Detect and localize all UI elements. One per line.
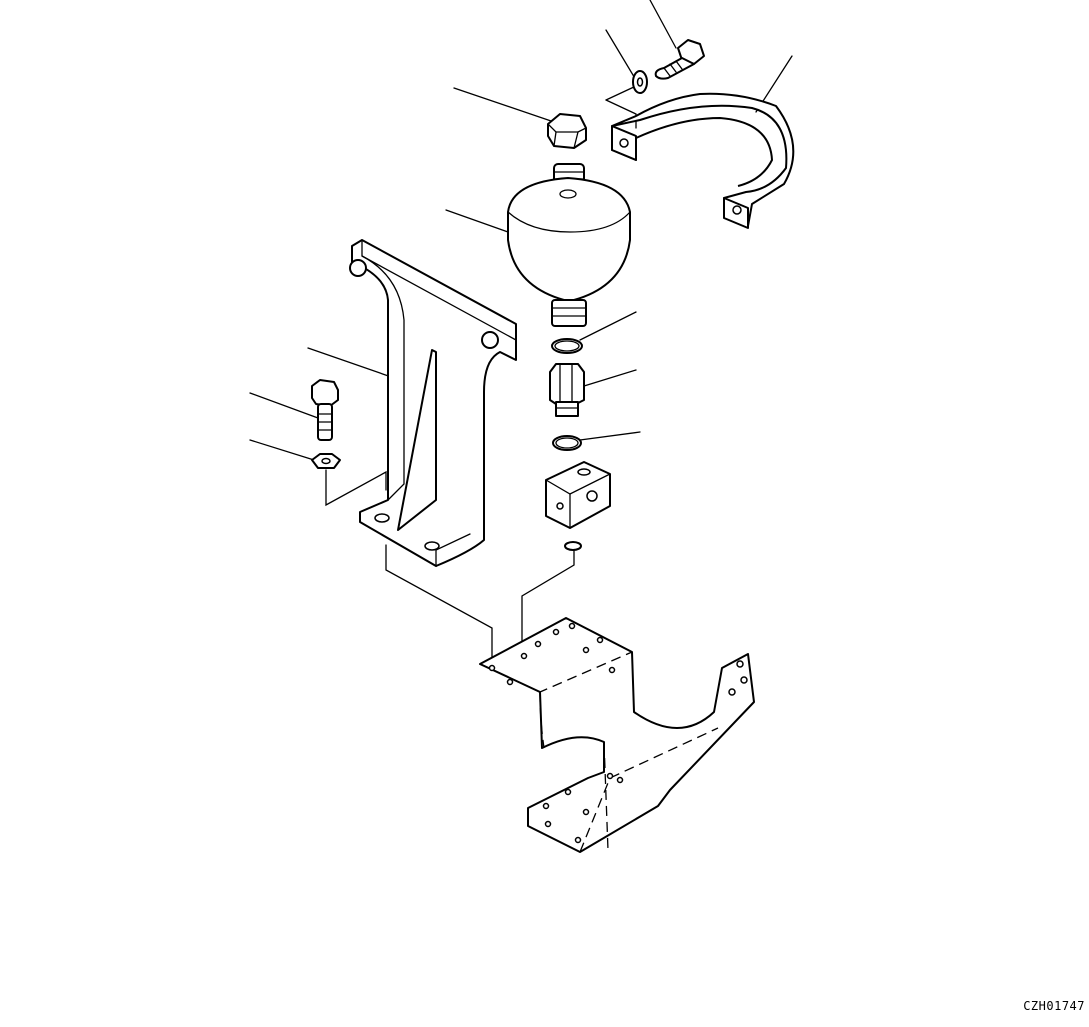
clamp-strap-icon <box>611 92 795 229</box>
frame-icon <box>479 617 755 853</box>
drawing-code-label: CZH01747 <box>1023 999 1085 1013</box>
o-ring-icon <box>551 338 583 354</box>
hex-cap-icon <box>547 113 587 149</box>
bracket-icon <box>349 239 517 568</box>
lock-washer-icon <box>564 541 582 551</box>
hex-bolt-icon <box>311 379 339 441</box>
washer-icon <box>632 70 648 94</box>
hex-bolt-icon <box>654 39 705 80</box>
valve-block-icon <box>545 461 611 529</box>
o-ring-icon <box>552 435 582 451</box>
fitting-icon <box>549 363 585 417</box>
leader-lines <box>249 0 793 669</box>
accumulator-icon <box>507 163 631 327</box>
lock-washer-icon <box>311 453 341 469</box>
